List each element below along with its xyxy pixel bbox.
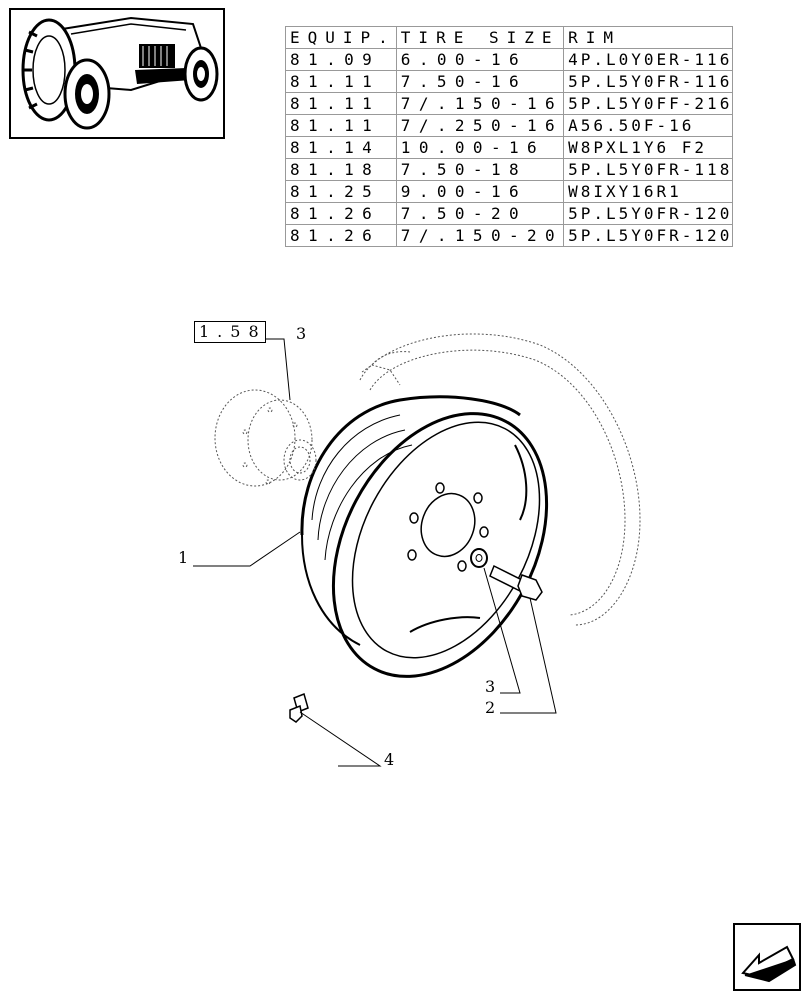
cell-equip: 81.11: [285, 70, 397, 93]
tractor-thumbnail: [9, 8, 225, 139]
cell-equip: 81.14: [285, 136, 397, 159]
cell-tire-size: 7/.150-16: [395, 92, 565, 115]
bolt: [489, 564, 543, 601]
leader-lines: [193, 338, 557, 767]
tractor-front-icon: [21, 16, 219, 130]
cell-equip: 81.11: [285, 92, 397, 115]
washer: [470, 548, 488, 568]
header-rim: RIM: [563, 26, 734, 49]
cell-tire-size: 7/.250-16: [395, 114, 565, 137]
header-equip: EQUIP.: [285, 26, 397, 49]
callout-ref-item: 3: [296, 324, 307, 343]
callout-bolt: 2: [485, 698, 496, 717]
reference-box[interactable]: 1.58: [194, 321, 266, 343]
cell-equip: 81.18: [285, 158, 397, 181]
cell-equip: 81.11: [285, 114, 397, 137]
wheel-disc: [407, 482, 489, 572]
cell-rim: 5P.L5Y0FR-116: [563, 70, 734, 93]
cell-equip: 81.09: [285, 48, 397, 71]
cell-tire-size: 7.50-20: [395, 202, 565, 225]
cell-equip: 81.26: [285, 224, 397, 247]
arrow-back-icon: [741, 945, 797, 983]
rim: [300, 395, 549, 678]
table-row: 81.11 7/.250-16 A56.50F-16: [285, 114, 734, 137]
tire-outline: [359, 333, 641, 626]
back-navigation-button[interactable]: [733, 923, 801, 991]
cell-tire-size: 7/.150-20: [395, 224, 565, 247]
callout-valve: 4: [384, 750, 395, 769]
cell-rim: W8PXL1Y6 F2: [563, 136, 734, 159]
table-row: 81.09 6.00-16 4P.L0Y0ER-116: [285, 48, 734, 71]
hub: [214, 389, 317, 487]
table-row: 81.26 7/.150-20 5P.L5Y0FR-120: [285, 224, 734, 247]
table-header-row: EQUIP. TIRE SIZE RIM: [285, 26, 734, 49]
callout-washer: 3: [485, 677, 496, 696]
valve: [289, 692, 309, 723]
table-row: 81.14 10.00-16 W8PXL1Y6 F2: [285, 136, 734, 159]
cell-rim: A56.50F-16: [563, 114, 734, 137]
table-row: 81.11 7.50-16 5P.L5Y0FR-116: [285, 70, 734, 93]
callout-wheel: 1: [178, 548, 189, 567]
table-row: 81.11 7/.150-16 5P.L5Y0FF-216: [285, 92, 734, 115]
table-row: 81.26 7.50-20 5P.L5Y0FR-120: [285, 202, 734, 225]
cell-rim: 5P.L5Y0FR-120: [563, 224, 734, 247]
equipment-table: EQUIP. TIRE SIZE RIM 81.09 6.00-16 4P.L0…: [285, 26, 734, 247]
cell-rim: 5P.L5Y0FR-120: [563, 202, 734, 225]
